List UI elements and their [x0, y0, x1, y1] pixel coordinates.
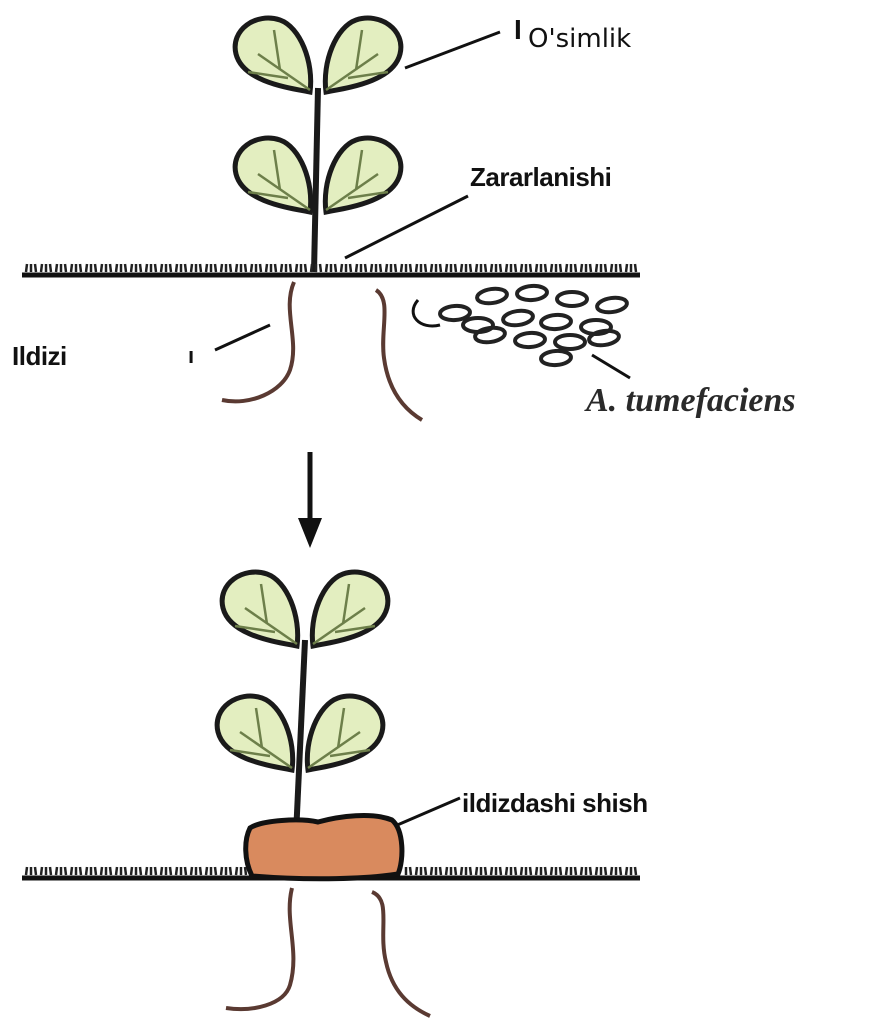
top-ground [22, 264, 640, 275]
bottom-plant [217, 572, 388, 835]
process-arrow [298, 452, 322, 548]
damage-label: Zararlanishi [470, 164, 611, 190]
top-upper-leaves [235, 18, 401, 92]
bottom-upper-leaves [222, 572, 388, 646]
bacteria-cluster [440, 285, 628, 366]
plant-marker: I [514, 16, 521, 44]
crown-gall [246, 816, 402, 879]
bacterium-label: A. tumefaciens [586, 384, 796, 418]
gall-leader-line [395, 798, 460, 826]
top-stem [314, 88, 318, 272]
gall-label: ildizdashi shish [462, 790, 648, 816]
root-label: Ildizi [12, 343, 67, 369]
top-roots [222, 282, 422, 420]
bottom-stem [296, 640, 305, 835]
bottom-roots [226, 888, 430, 1016]
plant-label: O'simlik [528, 26, 631, 52]
top-plant [235, 18, 401, 272]
root-marker: ı [188, 345, 194, 367]
